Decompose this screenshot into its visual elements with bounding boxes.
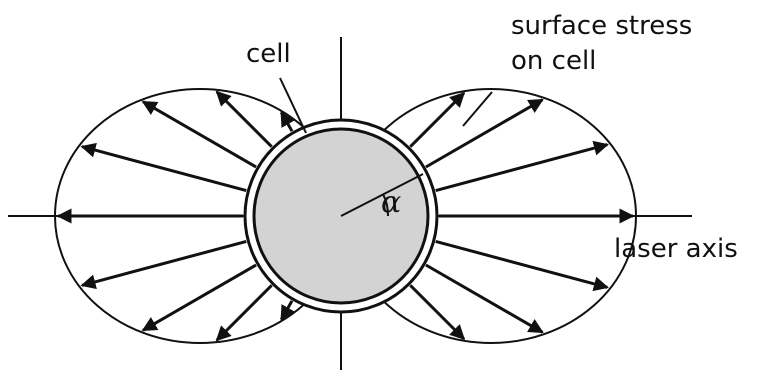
cell-leader-line — [280, 78, 306, 133]
stress-arrow — [217, 92, 272, 147]
surface-stress-label-line2: on cell — [511, 46, 596, 76]
surface-stress-label-line1: surface stress — [511, 11, 692, 41]
stress-arrow — [410, 285, 464, 339]
stress-arrow — [436, 145, 608, 191]
surface-stress-leader-line — [463, 92, 492, 126]
stress-arrow — [436, 241, 608, 287]
stress-arrow — [426, 100, 543, 167]
angle-alpha-label: α — [381, 185, 401, 220]
stress-arrow — [143, 102, 256, 167]
stress-arrow — [82, 241, 246, 285]
laser-axis-label: laser axis — [614, 234, 738, 264]
stress-arrow — [426, 265, 543, 332]
cell-label: cell — [246, 39, 291, 69]
stress-arrow — [82, 147, 246, 191]
stress-arrow — [410, 93, 464, 147]
stress-arrow — [217, 285, 272, 340]
stress-arrow — [143, 265, 256, 330]
